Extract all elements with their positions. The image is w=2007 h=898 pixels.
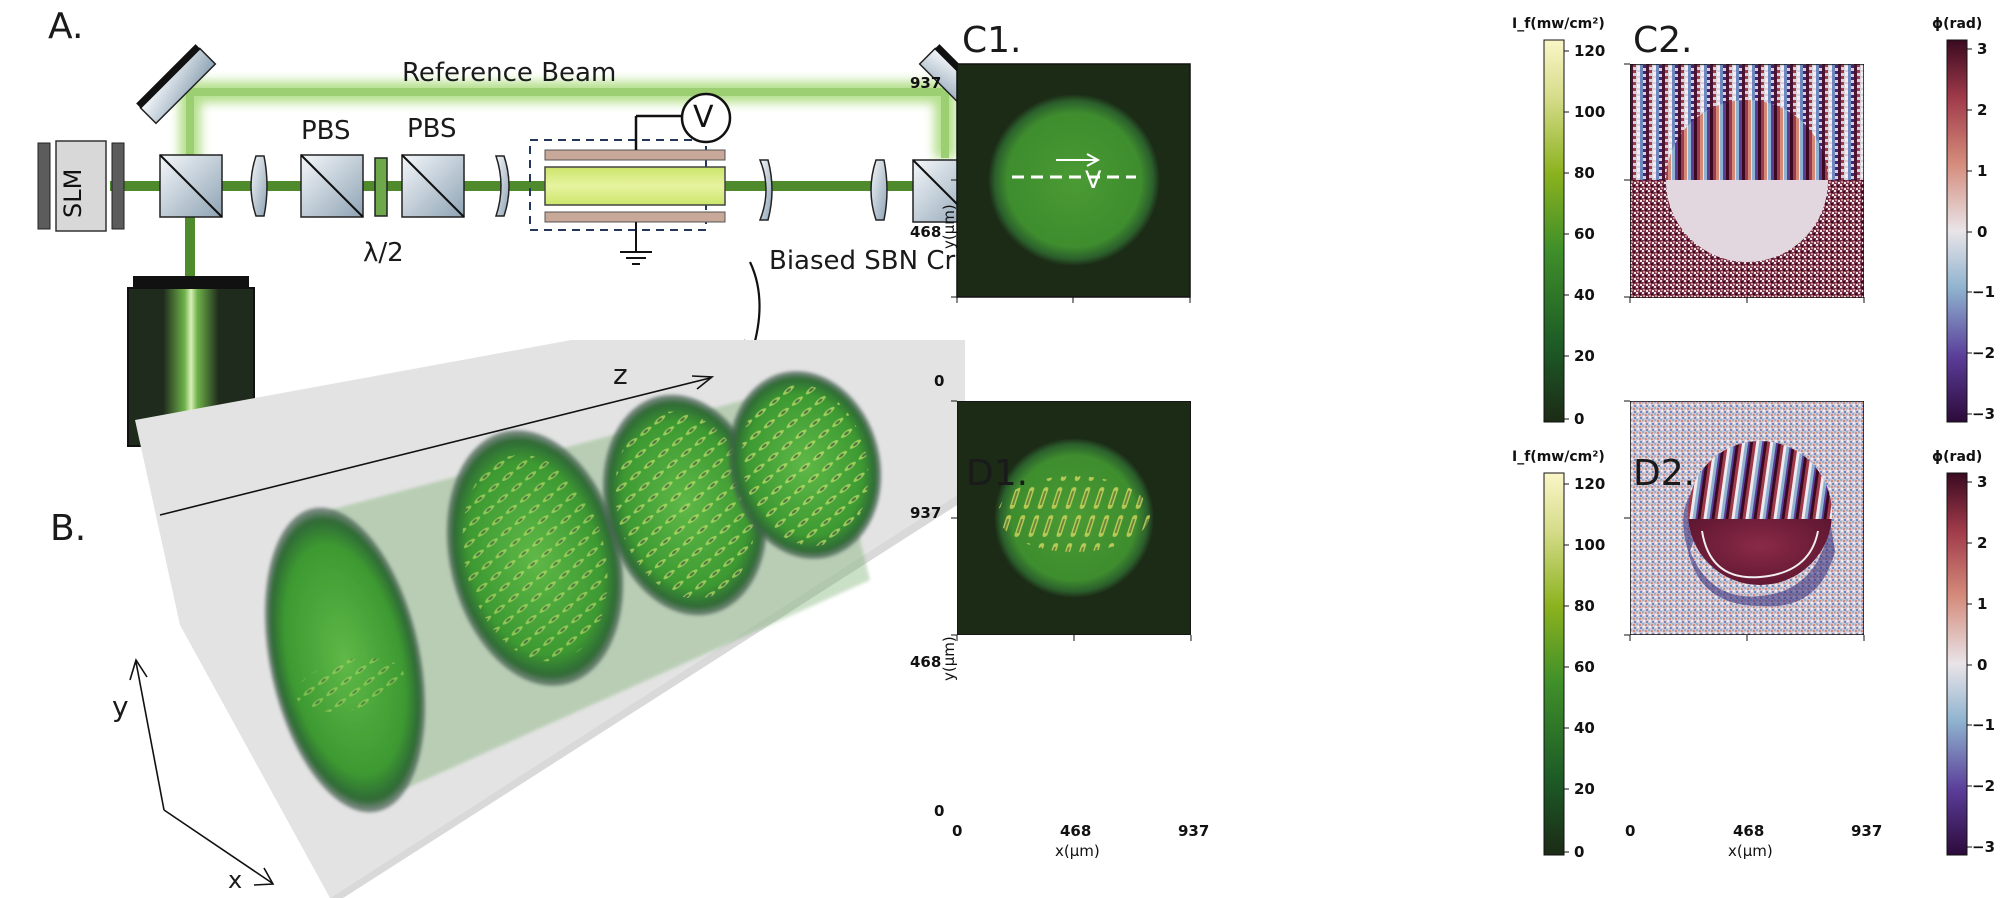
d1-cb-60: 60: [1574, 658, 1595, 676]
panel-c2-label: C2.: [1633, 20, 1693, 61]
d1-ylabel: y(μm): [940, 636, 958, 681]
z-axis-label: z: [613, 358, 628, 391]
map-d1-image: [957, 401, 1191, 635]
c1-cb-100: 100: [1574, 103, 1606, 121]
c2-cb-3: 3: [1977, 40, 1988, 58]
map-axes-ticks: [951, 63, 1865, 641]
crystal-arrow: [749, 261, 761, 353]
c1-cb-40: 40: [1574, 286, 1595, 304]
panel-d1-label: D1.: [966, 453, 1029, 494]
beam-splitter-left: [159, 154, 223, 218]
pbs-label-1: PBS: [301, 116, 351, 146]
panel-c1-label: C1.: [962, 20, 1022, 61]
colorbars: [1543, 39, 1972, 856]
d2-cb-2: 2: [1977, 534, 1988, 552]
d1-ytick-bottom: 0: [934, 802, 945, 820]
panel-a-label: A.: [48, 6, 84, 47]
axis-z: [159, 375, 715, 516]
c1-ytick-bottom: 0: [934, 372, 945, 390]
d1-cb-40: 40: [1574, 719, 1595, 737]
x-axis-label: x: [228, 866, 243, 894]
d1-ytick-top: 937: [910, 504, 942, 522]
d2-xtick-0: 0: [1625, 822, 1636, 840]
d2-cb-3: 3: [1977, 473, 1988, 491]
c1-cb-120: 120: [1574, 42, 1606, 60]
slm-device: [37, 140, 125, 232]
d2-cb-0: 0: [1977, 656, 1988, 674]
d1-cb-80: 80: [1574, 597, 1595, 615]
c2-cb-0: 0: [1977, 223, 1988, 241]
d2-colorbar-title: ϕ(rad): [1932, 449, 1983, 465]
half-wave-plate: [374, 157, 388, 217]
d2-cb-m1: −1: [1972, 716, 1996, 734]
sbn-crystal-assembly: [529, 92, 732, 265]
d2-xlabel: x(μm): [1728, 842, 1773, 860]
lens-3: [758, 159, 773, 221]
map-c2-image: [1630, 64, 1864, 298]
lens-1: [250, 155, 268, 217]
reference-beam-label: Reference Beam: [402, 58, 617, 88]
d1-xtick-937: 937: [1178, 822, 1210, 840]
axis-x: [163, 809, 275, 886]
c1-cb-80: 80: [1574, 164, 1595, 182]
d1-ytick-mid: 468: [910, 653, 942, 671]
d1-cb-0: 0: [1574, 843, 1585, 861]
beam-slice-3: [602, 394, 768, 616]
beam-slice-2: [446, 430, 624, 686]
reference-beam-path: [179, 81, 956, 186]
voltage-label: V: [693, 100, 714, 135]
d1-xlabel: x(μm): [1055, 842, 1100, 860]
d2-cb-1: 1: [1977, 595, 1988, 613]
propagation-volume: [129, 340, 965, 898]
d2-cb-m2: −2: [1972, 777, 1996, 795]
c2-cb-2: 2: [1977, 101, 1988, 119]
c1-cb-0: 0: [1574, 410, 1585, 428]
c1-ylabel: y(μm): [940, 204, 958, 249]
map-d2-image: [1630, 401, 1864, 635]
d2-cb-m3: −3: [1972, 838, 1996, 856]
panel-d2-label: D2.: [1633, 453, 1696, 494]
axis-y: [129, 658, 165, 811]
lens-4: [870, 159, 888, 221]
pbs-cube-2: [401, 154, 465, 218]
c1-colorbar-title: I_f(mw/cm²): [1512, 16, 1605, 32]
d1-xtick-0: 0: [952, 822, 963, 840]
beam-slice-1: [264, 507, 426, 813]
c2-cb-1: 1: [1977, 162, 1988, 180]
d1-xtick-468: 468: [1060, 822, 1092, 840]
lens-2: [494, 155, 510, 217]
c2-cb-m1: −1: [1972, 283, 1996, 301]
mirror-left: [136, 44, 217, 125]
beam-slice-4: [728, 371, 882, 559]
d2-xtick-937: 937: [1851, 822, 1883, 840]
pbs-label-2: PBS: [407, 114, 457, 144]
pbs-cube-1: [300, 154, 364, 218]
c1-ytick-top: 937: [910, 74, 942, 92]
c2-cb-m2: −2: [1972, 344, 1996, 362]
d1-cb-20: 20: [1574, 780, 1595, 798]
half-wave-label: λ/2: [363, 238, 404, 268]
c2-colorbar-title: ϕ(rad): [1932, 16, 1983, 32]
c1-cb-20: 20: [1574, 347, 1595, 365]
d1-cb-120: 120: [1574, 475, 1606, 493]
d1-cb-100: 100: [1574, 536, 1606, 554]
c1-cb-60: 60: [1574, 225, 1595, 243]
map-c1-plot: [951, 63, 1191, 303]
slm-label: SLM: [59, 168, 87, 218]
y-axis-label: y: [112, 690, 129, 723]
d1-colorbar-title: I_f(mw/cm²): [1512, 449, 1605, 465]
c1-ytick-mid: 468: [910, 223, 942, 241]
panel-b-label: B.: [50, 508, 87, 549]
c2-cb-m3: −3: [1972, 405, 1996, 423]
d2-xtick-468: 468: [1733, 822, 1765, 840]
c1-velocity-label: V: [1085, 166, 1102, 194]
